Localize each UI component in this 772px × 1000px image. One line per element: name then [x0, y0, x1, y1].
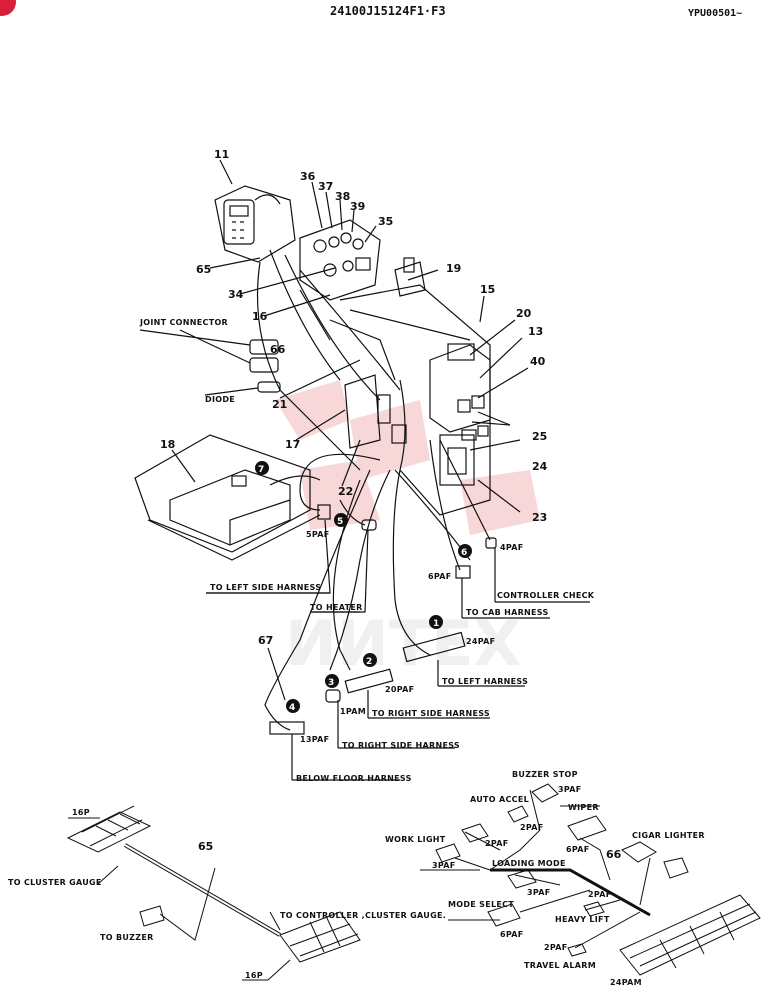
svg-text:4: 4 [289, 703, 295, 713]
spec-3paf-work-light: 3PAF [432, 861, 456, 870]
label-to-cluster-gauge: TO CLUSTER GAUGE [8, 878, 102, 887]
spec-1pam: 1PAM [340, 707, 366, 716]
spec-24pam: 24PAM [610, 978, 642, 987]
label-to-cab-harness: TO CAB HARNESS [466, 608, 549, 617]
part-21: 21 [272, 398, 287, 411]
spec-2paf-heavy-lift: 2PAF [588, 890, 612, 899]
part-15: 15 [480, 283, 495, 296]
part-40: 40 [530, 355, 546, 368]
part-11: 11 [214, 148, 229, 161]
spec-16p-top: 16P [72, 808, 90, 817]
label-to-controller-cluster-gauge: TO CONTROLLER ,CLUSTER GAUGE. [280, 911, 446, 920]
spec-3paf-buzzer-stop: 3PAF [558, 785, 582, 794]
harness-66-labels: 66 BUZZER STOP 3PAF AUTO ACCEL WIPER 2PA… [385, 770, 705, 987]
serial-range: YPU00501~ [688, 8, 743, 19]
spec-6paf-wiper: 6PAF [566, 845, 590, 854]
part-13: 13 [528, 325, 543, 338]
part-67: 67 [258, 634, 273, 647]
marker-3: 3 [325, 674, 339, 688]
part-25: 25 [532, 430, 547, 443]
harness-65-labels: 65 16P TO CLUSTER GAUGE TO BUZZER TO CON… [8, 808, 446, 980]
marker-6: 6 [458, 544, 472, 558]
spec-24paf: 24PAF [466, 637, 495, 646]
svg-text:3: 3 [328, 678, 334, 688]
part-65: 65 [196, 263, 211, 276]
spec-5paf: 5PAF [306, 530, 330, 539]
marker-2: 2 [363, 653, 377, 667]
label-to-buzzer: TO BUZZER [100, 933, 154, 942]
svg-text:1: 1 [433, 619, 439, 629]
marker-5: 5 [334, 513, 348, 527]
part-35: 35 [378, 215, 393, 228]
label-auto-accel: AUTO ACCEL [470, 795, 529, 804]
spec-3paf-loading-mode: 3PAF [527, 888, 551, 897]
spec-6paf: 6PAF [428, 572, 452, 581]
part-37: 37 [318, 180, 333, 193]
label-to-left-harness: TO LEFT HARNESS [442, 677, 528, 686]
label-to-right-side-harness-2: TO RIGHT SIDE HARNESS [342, 741, 460, 750]
part-18: 18 [160, 438, 175, 451]
label-joint-connector: JOINT CONNECTOR [139, 318, 228, 327]
label-mode-select: MODE SELECT [448, 900, 514, 909]
watermark-text: ИИТЕХ [285, 607, 521, 680]
svg-text:7: 7 [258, 465, 264, 475]
spec-2paf-work-light: 2PAF [485, 839, 509, 848]
label-to-heater: TO HEATER [310, 603, 363, 612]
spec-13paf: 13PAF [300, 735, 329, 744]
spec-2paf-travel-alarm: 2PAF [544, 943, 568, 952]
part-20: 20 [516, 307, 532, 320]
spec-6paf-mode-select: 6PAF [500, 930, 524, 939]
label-to-left-side-harness: TO LEFT SIDE HARNESS [210, 583, 321, 592]
label-below-floor-harness: BELOW FLOOR HARNESS [296, 774, 412, 783]
part-34: 34 [228, 288, 244, 301]
spec-4paf: 4PAF [500, 543, 524, 552]
label-wiper: WIPER [568, 803, 599, 812]
part-66-detail: 66 [606, 848, 622, 861]
part-39: 39 [350, 200, 365, 213]
marker-7: 7 [255, 461, 269, 475]
corner-mark-icon [0, 0, 16, 16]
part-65-detail: 65 [198, 840, 213, 853]
label-cigar-lighter: CIGAR LIGHTER [632, 831, 705, 840]
label-to-right-side-harness-1: TO RIGHT SIDE HARNESS [372, 709, 490, 718]
part-24: 24 [532, 460, 548, 473]
label-travel-alarm: TRAVEL ALARM [524, 961, 596, 970]
spec-2paf-auto-accel: 2PAF [520, 823, 544, 832]
part-19: 19 [446, 262, 461, 275]
main-assembly [134, 159, 590, 781]
harness-labels: JOINT CONNECTOR DIODE 5PAF 4PAF 6PAF TO … [139, 318, 595, 783]
part-38: 38 [335, 190, 350, 203]
part-16: 16 [252, 310, 268, 323]
svg-text:5: 5 [337, 517, 343, 527]
label-buzzer-stop: BUZZER STOP [512, 770, 578, 779]
spec-20paf: 20PAF [385, 685, 414, 694]
harness-65-detail [66, 805, 361, 981]
label-diode: DIODE [205, 395, 235, 404]
label-controller-check: CONTROLLER CHECK [497, 591, 595, 600]
part-number-labels: 11 36 37 38 39 35 65 19 34 15 16 20 13 6… [160, 148, 548, 647]
marker-1: 1 [429, 615, 443, 629]
marker-4: 4 [286, 699, 300, 713]
part-23: 23 [532, 511, 547, 524]
label-heavy-lift: HEAVY LIFT [555, 915, 610, 924]
label-loading-mode: LOADING MODE [492, 859, 566, 868]
svg-text:2: 2 [366, 657, 372, 667]
connector-markers: 7 5 6 1 2 3 4 [255, 461, 472, 713]
part-17: 17 [285, 438, 300, 451]
document-code: 24100J15124F1·F3 [330, 4, 446, 18]
label-work-light: WORK LIGHT [385, 835, 446, 844]
watermark-logo: ИИТЕХ [275, 380, 540, 680]
part-36: 36 [300, 170, 316, 183]
svg-text:6: 6 [461, 548, 467, 558]
part-66: 66 [270, 343, 286, 356]
part-22: 22 [338, 485, 353, 498]
spec-16p-bottom: 16P [245, 971, 263, 980]
harness-66-detail [420, 783, 761, 976]
